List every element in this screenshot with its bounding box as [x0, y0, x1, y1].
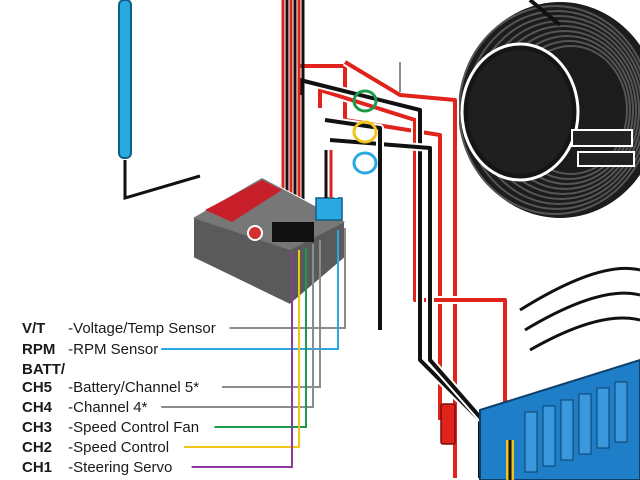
- motor: [458, 2, 640, 218]
- label-vt: V/T -Voltage/Temp Sensor: [22, 320, 216, 337]
- leader-vt: [229, 228, 346, 329]
- label-ch3: CH3 -Speed Control Fan: [22, 419, 199, 436]
- label-ch4: CH4 -Channel 4*: [22, 399, 148, 416]
- label-ch5-code: CH5: [22, 379, 52, 396]
- label-ch1: CH1 -Steering Servo: [22, 459, 172, 476]
- label-ch1-text: -Steering Servo: [64, 459, 172, 476]
- label-vt-text: -Voltage/Temp Sensor: [64, 320, 216, 337]
- label-ch5-text: -Battery/Channel 5*: [64, 379, 199, 396]
- leader-ch3: [214, 248, 307, 428]
- label-ch2-code: CH2: [22, 439, 52, 456]
- label-ch2-text: -Speed Control: [64, 439, 169, 456]
- label-rpm-text: -RPM Sensor: [64, 341, 158, 358]
- esc-heatsink-fins: [524, 381, 628, 473]
- label-rpm-code: RPM: [22, 341, 55, 358]
- wire-rings: [352, 89, 378, 175]
- label-rpm: RPM -RPM Sensor: [22, 341, 158, 358]
- leader-ch1: [191, 252, 293, 468]
- label-vt-code: V/T: [22, 320, 45, 337]
- label-ch2: CH2 -Speed Control: [22, 439, 169, 456]
- leader-ch2: [184, 250, 300, 448]
- label-ch3-text: -Speed Control Fan: [64, 419, 199, 436]
- label-batt: BATT/: [22, 361, 66, 378]
- leader-ch5: [222, 240, 321, 388]
- antenna-tube: [118, 0, 201, 201]
- label-ch1-code: CH1: [22, 459, 52, 476]
- red-plug: [440, 403, 456, 445]
- leader-ch4: [161, 244, 314, 408]
- leader-rpm: [161, 230, 339, 350]
- leader-lines: [161, 228, 346, 468]
- receiver: [192, 150, 346, 307]
- label-ch5: CH5 -Battery/Channel 5*: [22, 379, 199, 396]
- label-ch3-code: CH3: [22, 419, 52, 436]
- label-batt-code: BATT/: [22, 361, 66, 378]
- label-ch4-text: -Channel 4*: [64, 399, 148, 416]
- speed-control: [479, 266, 640, 480]
- label-ch4-code: CH4: [22, 399, 53, 416]
